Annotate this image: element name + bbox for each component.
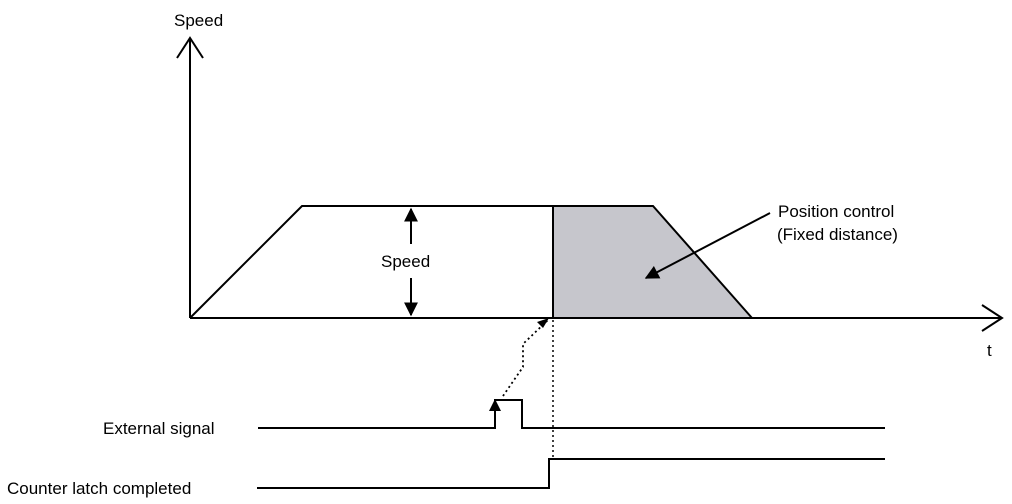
- x-axis-label: t: [987, 341, 992, 360]
- external-signal-label: External signal: [103, 419, 215, 438]
- y-axis-arrowhead: [176, 36, 204, 59]
- x-axis-arrowhead: [981, 304, 1004, 332]
- counter-latch-waveform: [257, 458, 885, 489]
- speed-profile-line: [189, 205, 753, 319]
- position-control-region: [553, 206, 752, 318]
- speed-dimension-label: Speed: [381, 252, 430, 271]
- counter-latch-label: Counter latch completed: [7, 479, 191, 498]
- trigger-dotted-path: [502, 319, 549, 397]
- position-control-leader: [644, 212, 771, 279]
- trigger-arrowhead-lower: [489, 399, 501, 411]
- external-signal-waveform: [258, 399, 885, 429]
- trigger-arrowhead-upper: [537, 318, 549, 328]
- position-control-label-line1: Position control: [778, 202, 894, 221]
- y-axis-label: Speed: [174, 11, 223, 30]
- position-control-label-line2: (Fixed distance): [777, 225, 898, 244]
